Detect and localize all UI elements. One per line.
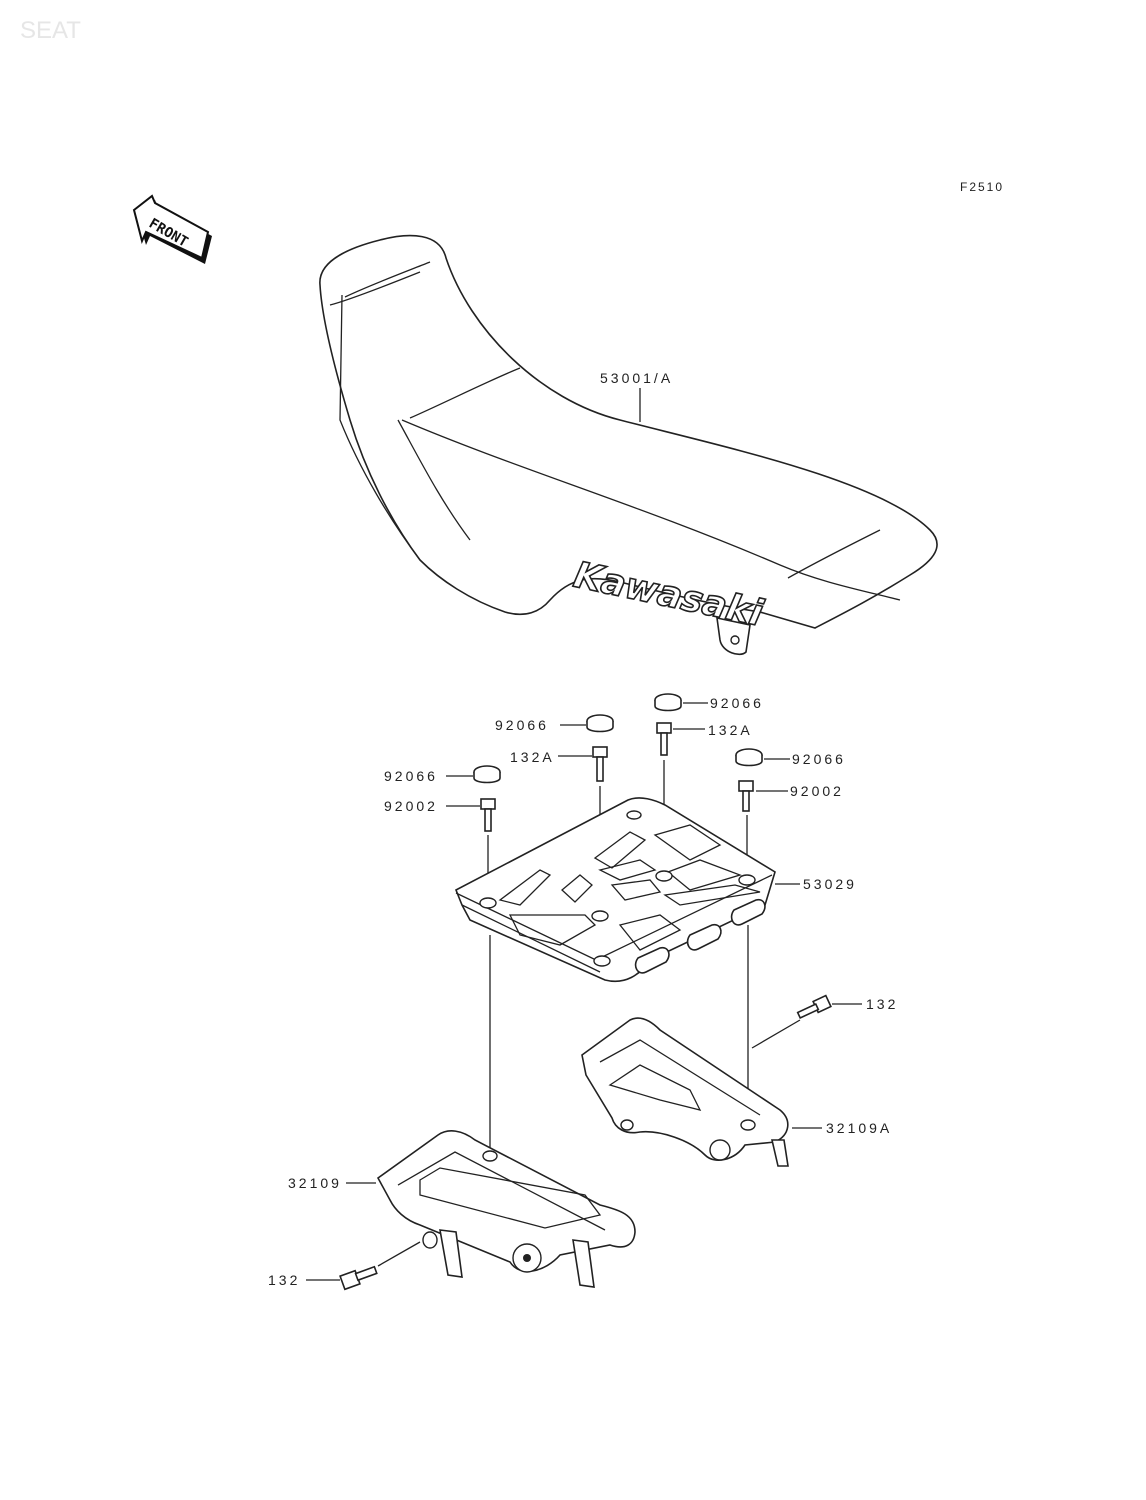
bolt-bracket-right [796,994,832,1020]
rubber-cap-mid [586,714,614,733]
bracket-right [581,1017,789,1167]
rubber-cap-top [654,693,682,712]
bracket-left-callout: 32109 [288,1175,342,1191]
bolt-right [738,780,754,812]
plate-callout: 53029 [803,876,857,892]
bolt-top [656,722,672,756]
diagram-title: SEAT [20,17,81,44]
bolt-right-callout: 92002 [790,783,844,799]
bolt-mid [592,746,608,782]
bolt-bracket-right-callout: 132 [866,996,898,1012]
cap-right-callout: 92066 [792,751,846,767]
bolt-top-callout: 132A [708,722,753,738]
seat-callout: 53001/A [600,370,673,386]
figure-id: F2510 [960,180,1004,194]
bracket-right-callout: 32109A [826,1120,892,1136]
cap-top-callout: 92066 [710,695,764,711]
bolt-left [480,798,496,832]
cap-mid-callout: 92066 [495,717,549,733]
rubber-cap-right [735,748,763,767]
front-arrow-icon: FRONT [132,194,212,264]
rubber-cap-left [473,765,501,784]
cap-left-callout: 92066 [384,768,438,784]
bracket-left [376,1130,636,1288]
bolt-bracket-left-callout: 132 [268,1272,300,1288]
seat: Kawasaki [319,234,938,656]
bolt-left-callout: 92002 [384,798,438,814]
bolt-mid-callout: 132A [510,749,555,765]
seat-base-plate [454,797,776,982]
bolt-bracket-left [339,1265,378,1291]
